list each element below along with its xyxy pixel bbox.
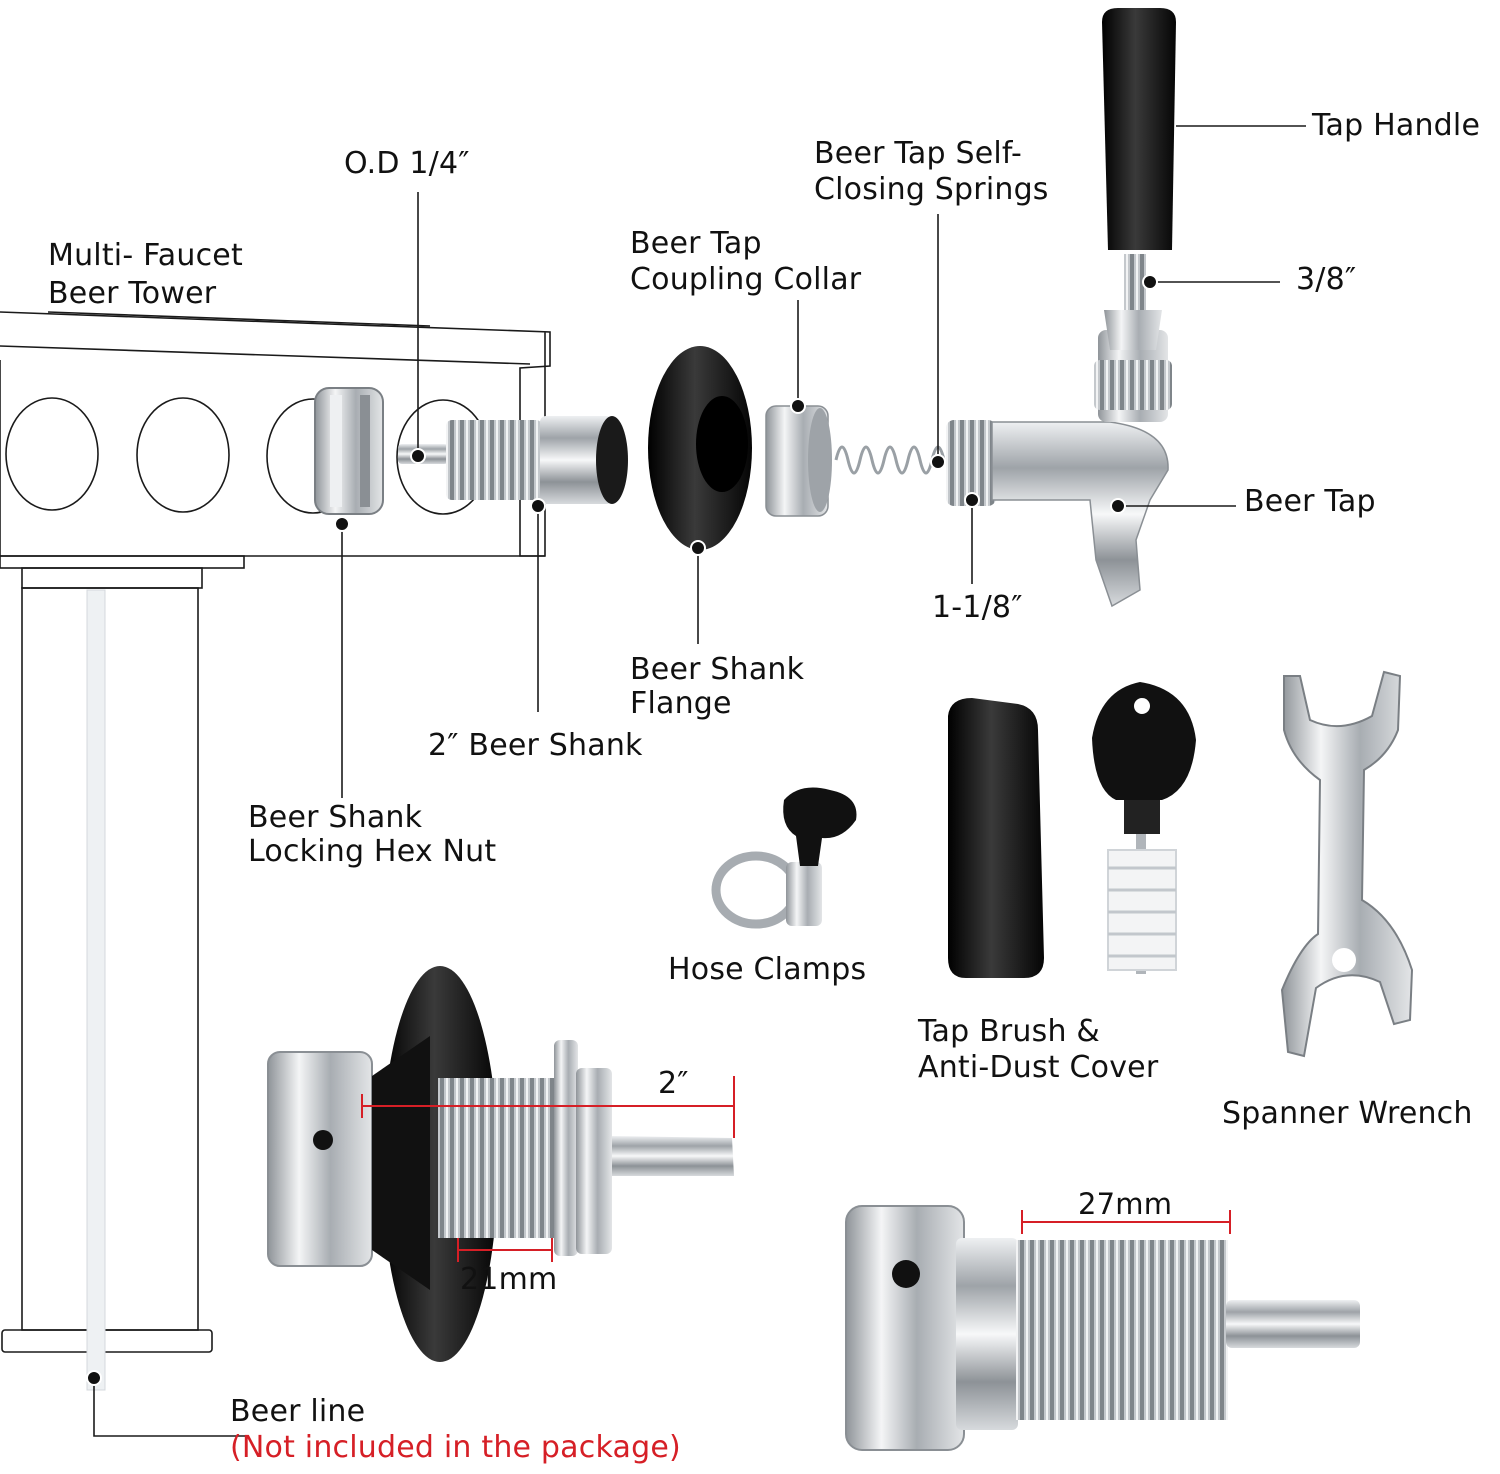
dust-cover-part	[948, 698, 1044, 978]
leader-lines	[47, 125, 1306, 1437]
dimension-lines	[361, 1076, 1231, 1262]
label-self-closing-line2: Closing Springs	[814, 172, 1049, 207]
label-multi-faucet-line1: Multi- Faucet	[48, 238, 243, 273]
label-beer-tap: Beer Tap	[1244, 484, 1376, 519]
spanner-wrench-part	[1280, 670, 1414, 1058]
flange-part	[648, 346, 752, 550]
hose-clamp-part	[711, 787, 857, 929]
label-coupling-line2: Coupling Collar	[630, 262, 862, 297]
tap-brush-part	[1092, 682, 1196, 974]
label-beer-line: Beer line	[230, 1394, 366, 1429]
coupling-collar-part	[765, 405, 832, 517]
hex-nut-part	[314, 387, 384, 515]
dimension-two-inch: 2″	[658, 1066, 689, 1101]
label-coupling-line1: Beer Tap	[630, 226, 762, 261]
shank-closeup-large	[845, 1205, 1360, 1451]
dimension-27mm: 27mm	[1078, 1187, 1173, 1221]
shank-assembly-large	[267, 966, 734, 1362]
label-brush-line1: Tap Brush &	[918, 1014, 1101, 1049]
label-hose-clamps: Hose Clamps	[668, 952, 867, 987]
label-one-one-eighth: 1-1/8″	[932, 590, 1023, 625]
label-self-closing-line1: Beer Tap Self-	[814, 136, 1023, 171]
label-not-included: (Not included in the package)	[230, 1430, 681, 1465]
label-hex-nut-line1: Beer Shank	[248, 800, 423, 835]
label-hex-nut-line2: Locking Hex Nut	[248, 834, 497, 869]
label-od-quarter: O.D 1/4″	[344, 146, 470, 181]
label-tap-handle: Tap Handle	[1312, 108, 1481, 143]
label-brush-line2: Anti-Dust Cover	[918, 1050, 1159, 1085]
dimension-21mm: 21mm	[460, 1262, 558, 1297]
label-thread-three-eighths: 3/8″	[1296, 262, 1357, 297]
label-spanner-wrench: Spanner Wrench	[1222, 1096, 1473, 1131]
beer-shank-part	[398, 416, 628, 504]
label-flange-line1: Beer Shank	[630, 652, 805, 687]
label-flange-line2: Flange	[630, 686, 732, 721]
label-two-inch-shank: 2″ Beer Shank	[428, 728, 643, 763]
beer-tap-part	[946, 8, 1176, 608]
spring-part	[834, 445, 946, 475]
label-multi-faucet-line2: Beer Tower	[48, 276, 217, 311]
